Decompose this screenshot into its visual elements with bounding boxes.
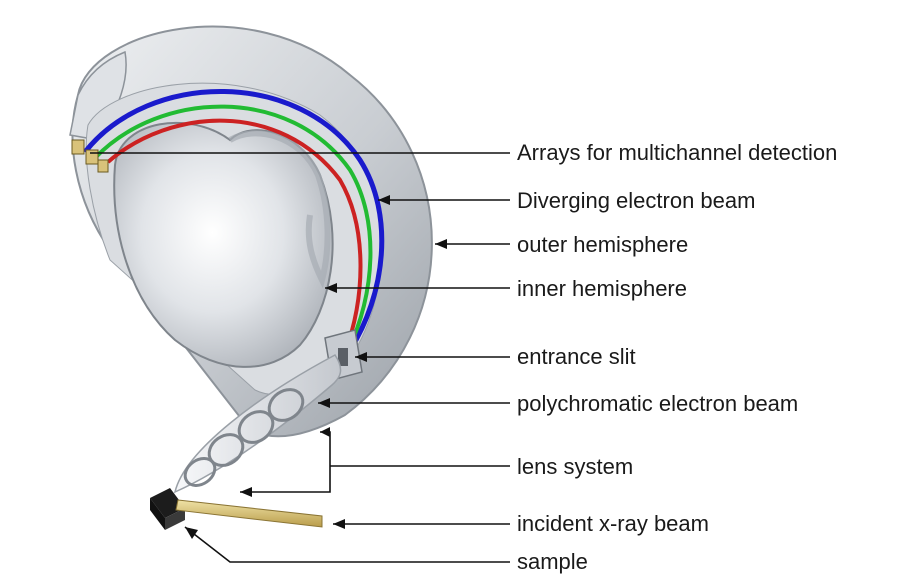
label-diverging-electron-beam: Diverging electron beam bbox=[517, 188, 755, 214]
inner-hemisphere bbox=[114, 123, 332, 367]
label-polychromatic-electron-beam: polychromatic electron beam bbox=[517, 391, 798, 417]
label-incident-xray-beam: incident x-ray beam bbox=[517, 511, 709, 537]
label-outer-hemisphere: outer hemisphere bbox=[517, 232, 688, 258]
label-inner-hemisphere: inner hemisphere bbox=[517, 276, 687, 302]
label-arrays-multichannel-detection: Arrays for multichannel detection bbox=[517, 140, 837, 166]
label-lens-system: lens system bbox=[517, 454, 633, 480]
label-sample: sample bbox=[517, 549, 588, 574]
xray-beam-shape bbox=[176, 500, 322, 527]
label-entrance-slit: entrance slit bbox=[517, 344, 636, 370]
